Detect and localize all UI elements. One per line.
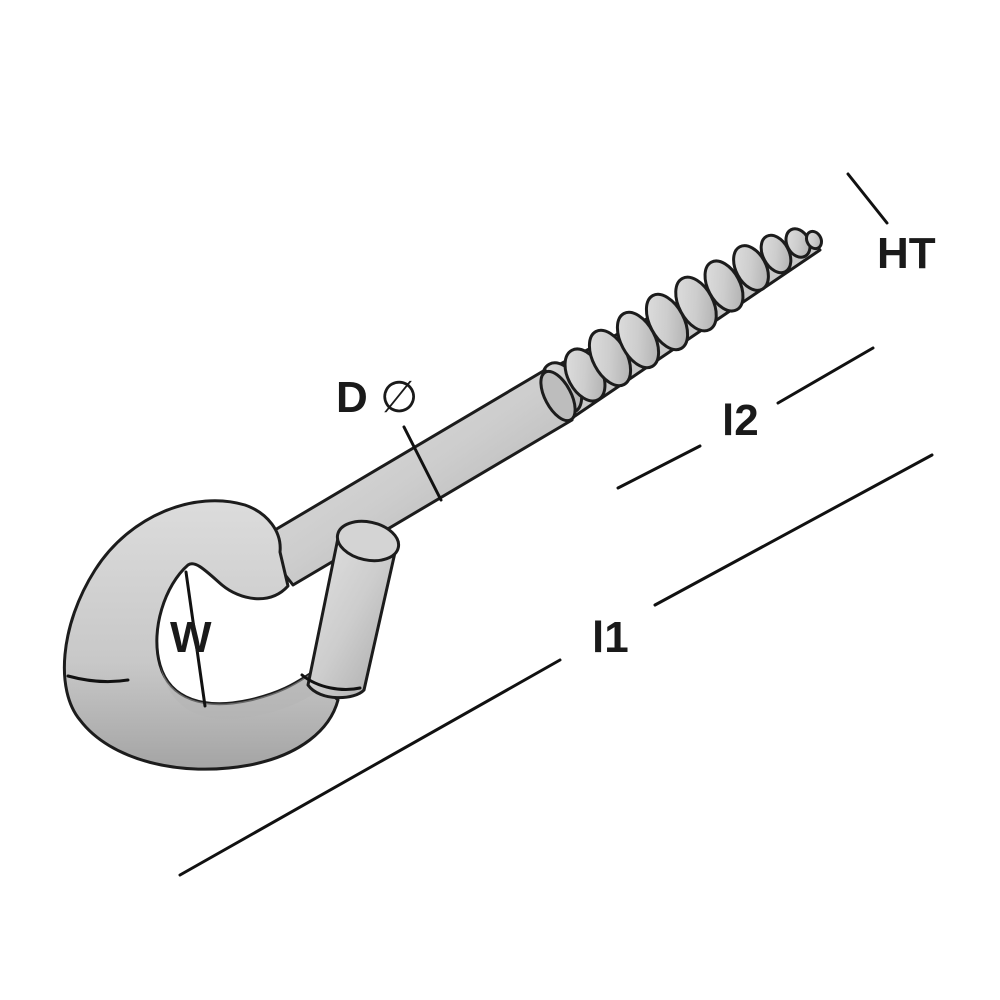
hook-seam [66,674,130,684]
l1-line-upper [653,453,934,607]
hook-tip [306,536,398,700]
l1-line-lower [178,658,562,877]
label-d-symbol: ∅ [380,373,418,422]
d-diameter-marker [402,425,443,502]
thread-ridges [540,227,823,415]
hook-inner-shadow [160,665,322,719]
ht-leader-line [846,172,889,225]
l2-line-lower [616,444,702,490]
label-ht: HT [877,229,936,278]
label-l1: l1 [592,613,629,662]
hook [62,499,401,771]
dimension-l1 [178,453,934,877]
smooth-shaft [256,368,577,587]
screw-thread [540,227,823,420]
label-d: D [336,373,368,422]
dimension-l2 [616,346,875,490]
label-l2: l2 [722,396,759,445]
w-width-marker [184,570,207,708]
hook-tip-end [335,519,401,563]
l2-line-upper [776,346,875,405]
label-w: W [170,613,212,662]
hook-tip-seam [300,673,362,691]
shaft-end [539,369,577,423]
